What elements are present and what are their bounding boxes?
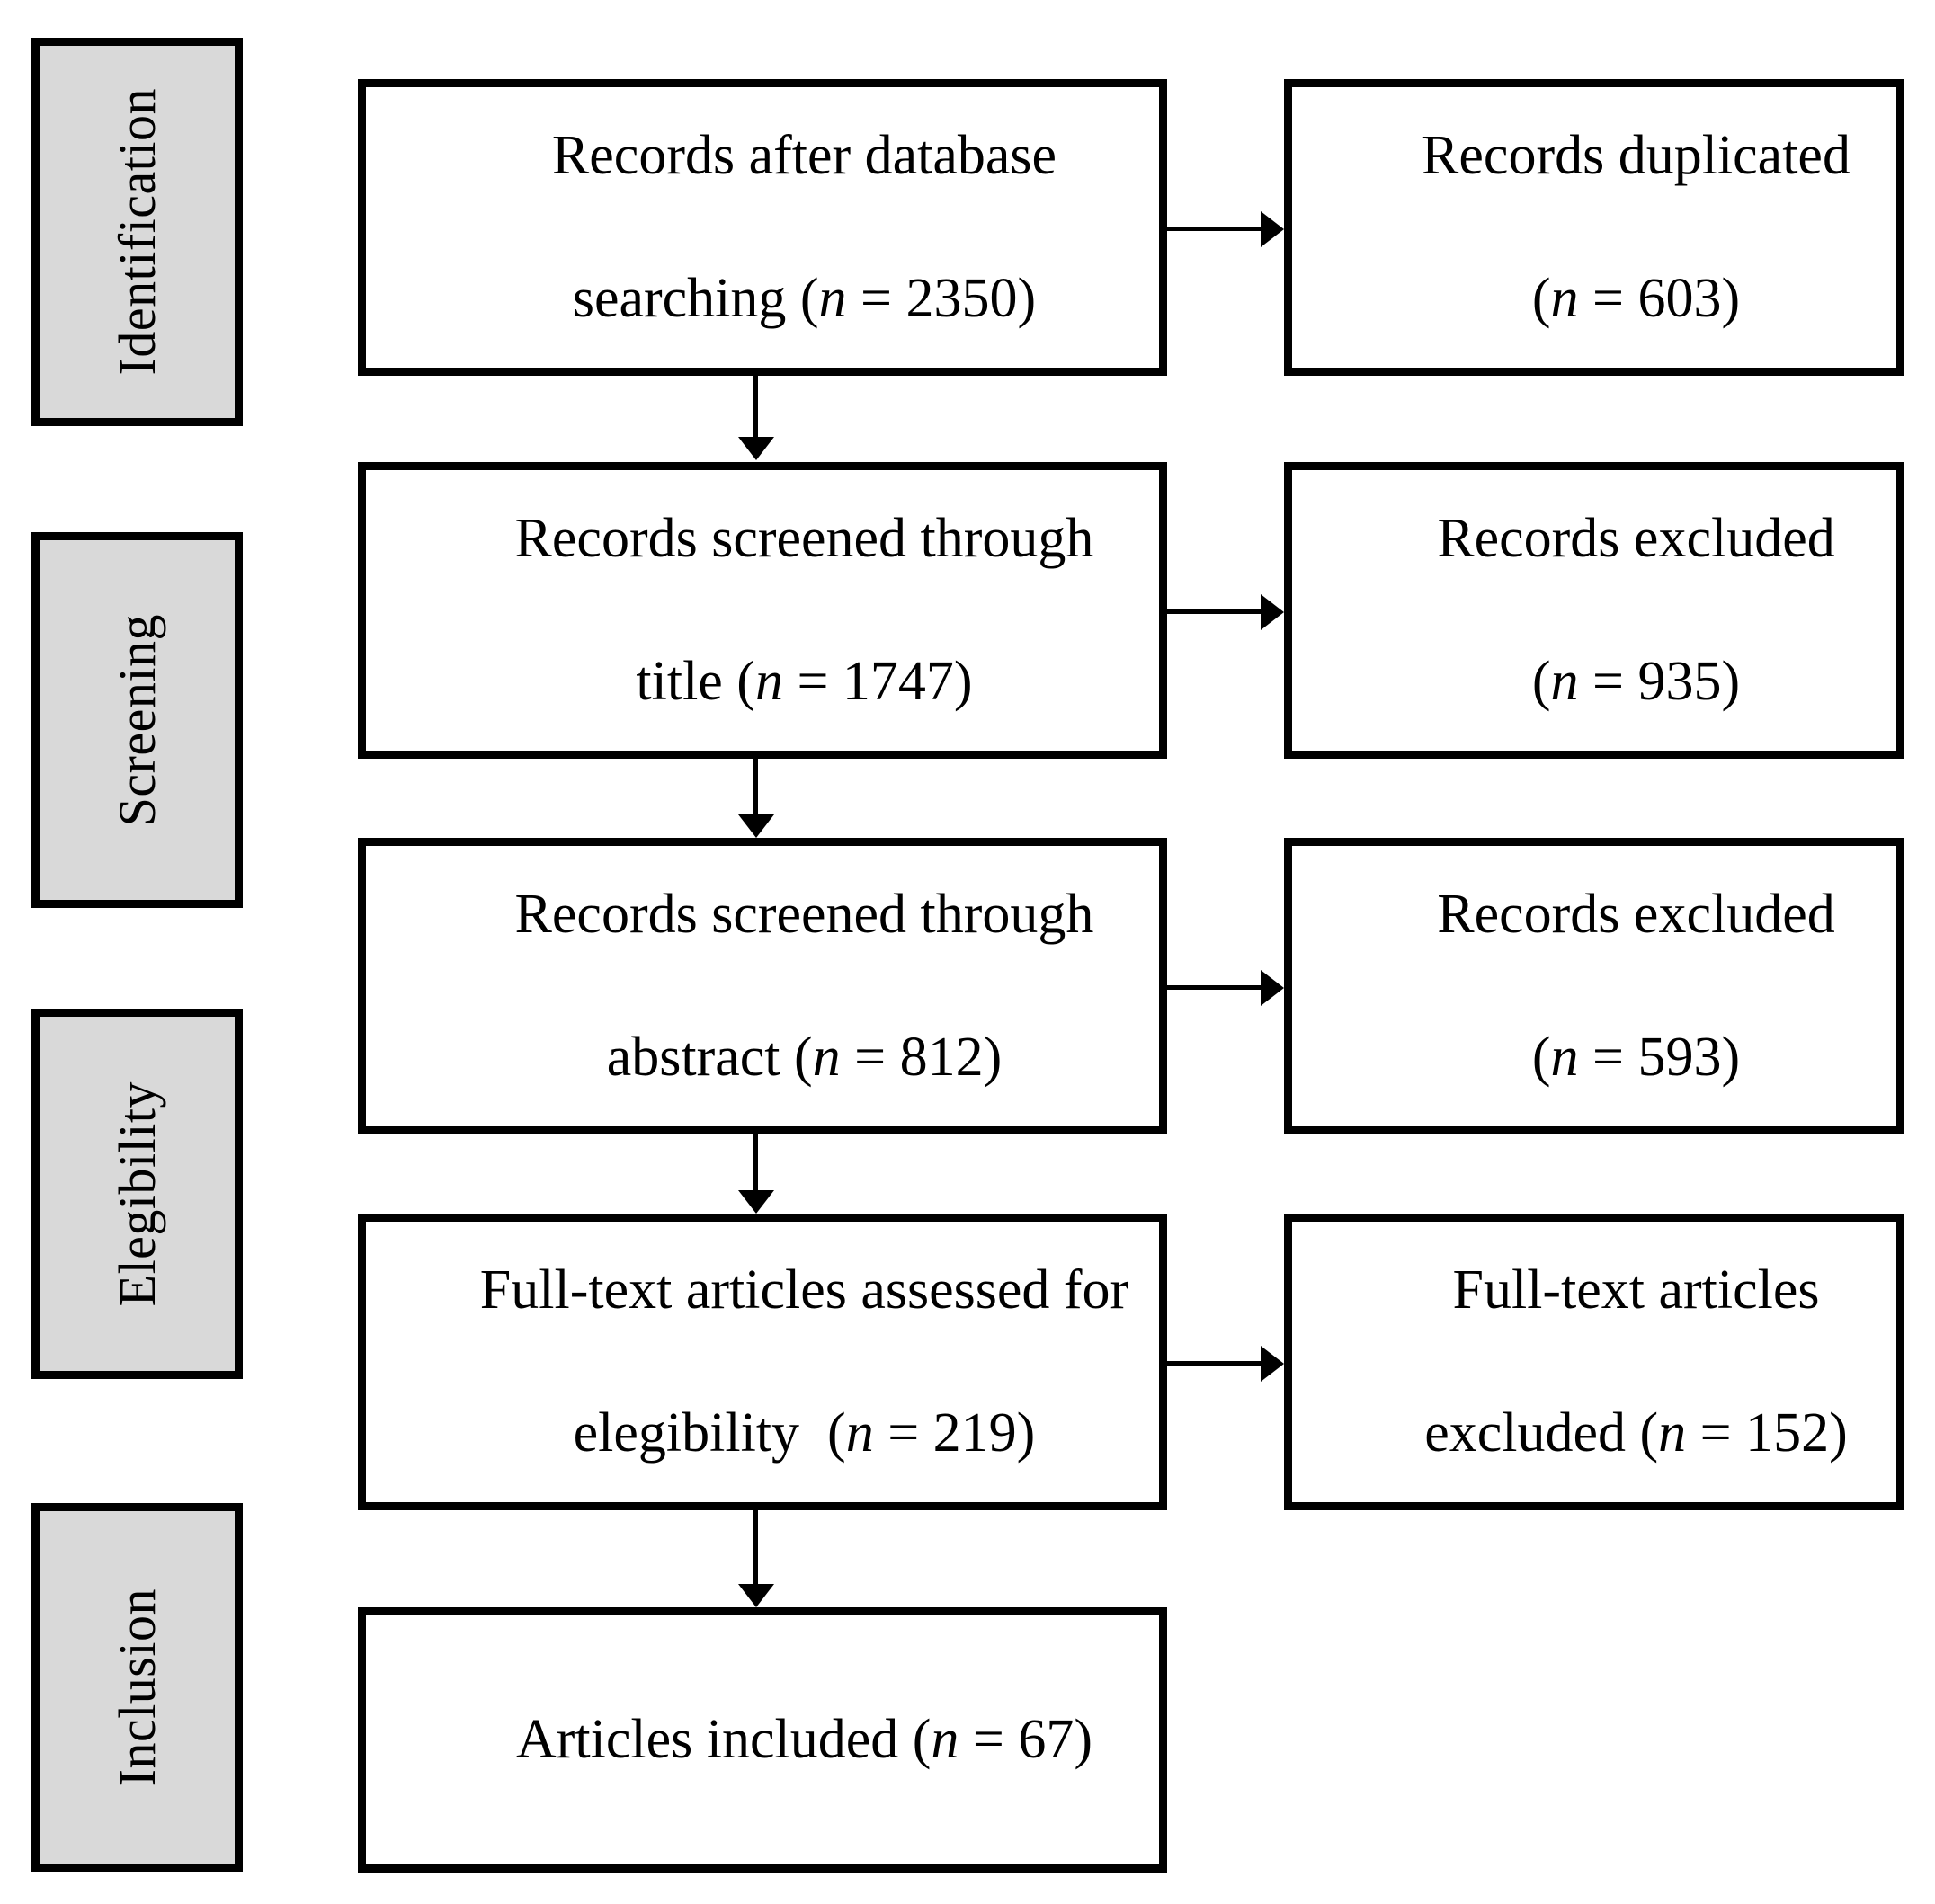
arrow-line-to-records-duplicated bbox=[1167, 227, 1264, 231]
stage-label-text: Inclusion bbox=[107, 1588, 166, 1787]
flow-box-line2-post: = 2350) bbox=[846, 267, 1037, 329]
arrow-line-to-records-screened-abstract bbox=[753, 759, 758, 818]
flow-box-line2-pre: title ( bbox=[636, 650, 755, 712]
flow-box-line1: Records excluded bbox=[1437, 883, 1835, 945]
flow-box-line2-post: = 603) bbox=[1578, 267, 1741, 329]
flow-box-line2-italic-n: n bbox=[931, 1708, 959, 1770]
flow-box-line1: Records screened through bbox=[514, 507, 1094, 569]
flow-box-line2-pre: abstract ( bbox=[606, 1026, 813, 1088]
flow-box-line2-italic-n: n bbox=[1550, 650, 1579, 712]
flow-box-line2-post: = 67) bbox=[959, 1708, 1093, 1770]
flow-box-line1: Records after database bbox=[551, 124, 1057, 186]
arrow-head-to-full-text-excluded bbox=[1261, 1346, 1284, 1382]
flow-box-line2-post: = 812) bbox=[840, 1026, 1003, 1088]
flow-box-line2-post: = 593) bbox=[1578, 1026, 1741, 1088]
flow-box-records-screened-through-abstract: Records screened through abstract (n = 8… bbox=[358, 838, 1167, 1134]
flow-box-line2-pre: ( bbox=[1531, 1026, 1551, 1088]
flow-box-text: Records excluded (n = 935) bbox=[1353, 432, 1834, 789]
flow-box-text: Articles included (n = 67) bbox=[432, 1633, 1092, 1846]
flow-box-records-screened-through-title: Records screened through title (n = 1747… bbox=[358, 462, 1167, 759]
stage-label-inclusion: Inclusion bbox=[31, 1503, 243, 1872]
flow-box-text: Records screened through title (n = 1747… bbox=[432, 432, 1094, 789]
flow-box-line1: Full-text articles assessed for bbox=[479, 1259, 1129, 1321]
arrow-line-to-full-text-excluded bbox=[1167, 1361, 1264, 1366]
stage-label-screening: Screening bbox=[31, 532, 243, 908]
flow-box-line2-post: = 219) bbox=[873, 1401, 1036, 1464]
flow-box-line2-italic-n: n bbox=[845, 1401, 874, 1464]
arrow-line-to-articles-included bbox=[753, 1510, 758, 1588]
stage-label-text: Identification bbox=[107, 88, 166, 376]
flow-box-records-excluded-abstract: Records excluded (n = 593) bbox=[1284, 838, 1904, 1134]
flow-box-line2-post: = 152) bbox=[1686, 1401, 1848, 1464]
flow-box-line2-italic-n: n bbox=[818, 267, 847, 329]
arrow-head-to-full-text-assessed bbox=[738, 1190, 774, 1214]
arrow-head-to-records-excluded-abstract bbox=[1261, 970, 1284, 1006]
arrow-head-to-records-screened-abstract bbox=[738, 814, 774, 838]
flow-box-text: Full-text articles excluded (n = 152) bbox=[1341, 1184, 1848, 1541]
arrow-head-to-records-duplicated bbox=[1261, 211, 1284, 247]
flow-box-text: Full-text articles assessed for elegibil… bbox=[397, 1184, 1128, 1541]
flow-box-line2-pre: ( bbox=[1531, 650, 1551, 712]
flow-box-line2-post: = 1747) bbox=[782, 650, 973, 712]
stage-label-text: Elegibility bbox=[107, 1081, 166, 1307]
flow-box-line2-italic-n: n bbox=[1550, 267, 1579, 329]
flow-box-articles-included: Articles included (n = 67) bbox=[358, 1607, 1167, 1873]
flow-box-line1: Records duplicated bbox=[1422, 124, 1850, 186]
arrow-line-to-full-text-assessed bbox=[753, 1134, 758, 1194]
arrow-line-to-records-screened-title bbox=[753, 376, 758, 440]
flow-box-line2-pre: ( bbox=[1531, 267, 1551, 329]
flow-box-text: Records duplicated (n = 603) bbox=[1338, 49, 1850, 406]
flow-box-line2-italic-n: n bbox=[1550, 1026, 1579, 1088]
stage-label-elegibility: Elegibility bbox=[31, 1009, 243, 1379]
flow-box-line1: Full-text articles bbox=[1452, 1259, 1820, 1321]
flow-box-text: Records screened through abstract (n = 8… bbox=[432, 808, 1094, 1165]
flow-box-line2-italic-n: n bbox=[812, 1026, 841, 1088]
flow-box-records-excluded-title: Records excluded (n = 935) bbox=[1284, 462, 1904, 759]
flow-box-line1: Records excluded bbox=[1437, 507, 1835, 569]
flow-box-line2-pre: elegibility ( bbox=[573, 1401, 846, 1464]
flow-box-line1: Records screened through bbox=[514, 883, 1094, 945]
flow-box-records-after-database-searching: Records after database searching (n = 23… bbox=[358, 79, 1167, 376]
arrow-head-to-articles-included bbox=[738, 1584, 774, 1607]
flow-box-line2-italic-n: n bbox=[1658, 1401, 1687, 1464]
flow-box-text: Records excluded (n = 593) bbox=[1353, 808, 1834, 1165]
arrow-head-to-records-excluded-title bbox=[1261, 594, 1284, 630]
flow-box-records-duplicated: Records duplicated (n = 603) bbox=[1284, 79, 1904, 376]
arrow-line-to-records-excluded-title bbox=[1167, 609, 1264, 614]
stage-label-identification: Identification bbox=[31, 38, 243, 426]
arrow-line-to-records-excluded-abstract bbox=[1167, 985, 1264, 990]
flow-box-line2-pre: excluded ( bbox=[1424, 1401, 1659, 1464]
arrow-head-to-records-screened-title bbox=[738, 437, 774, 460]
stage-label-text: Screening bbox=[107, 613, 166, 827]
flow-box-line2-italic-n: n bbox=[754, 650, 783, 712]
flow-box-line2-pre: searching ( bbox=[572, 267, 819, 329]
flow-box-line2-pre: Articles included ( bbox=[515, 1708, 932, 1770]
flow-box-line2-post: = 935) bbox=[1578, 650, 1741, 712]
flow-box-full-text-articles-excluded: Full-text articles excluded (n = 152) bbox=[1284, 1214, 1904, 1510]
flow-box-text: Records after database searching (n = 23… bbox=[468, 49, 1057, 406]
flow-box-full-text-articles-assessed: Full-text articles assessed for elegibil… bbox=[358, 1214, 1167, 1510]
